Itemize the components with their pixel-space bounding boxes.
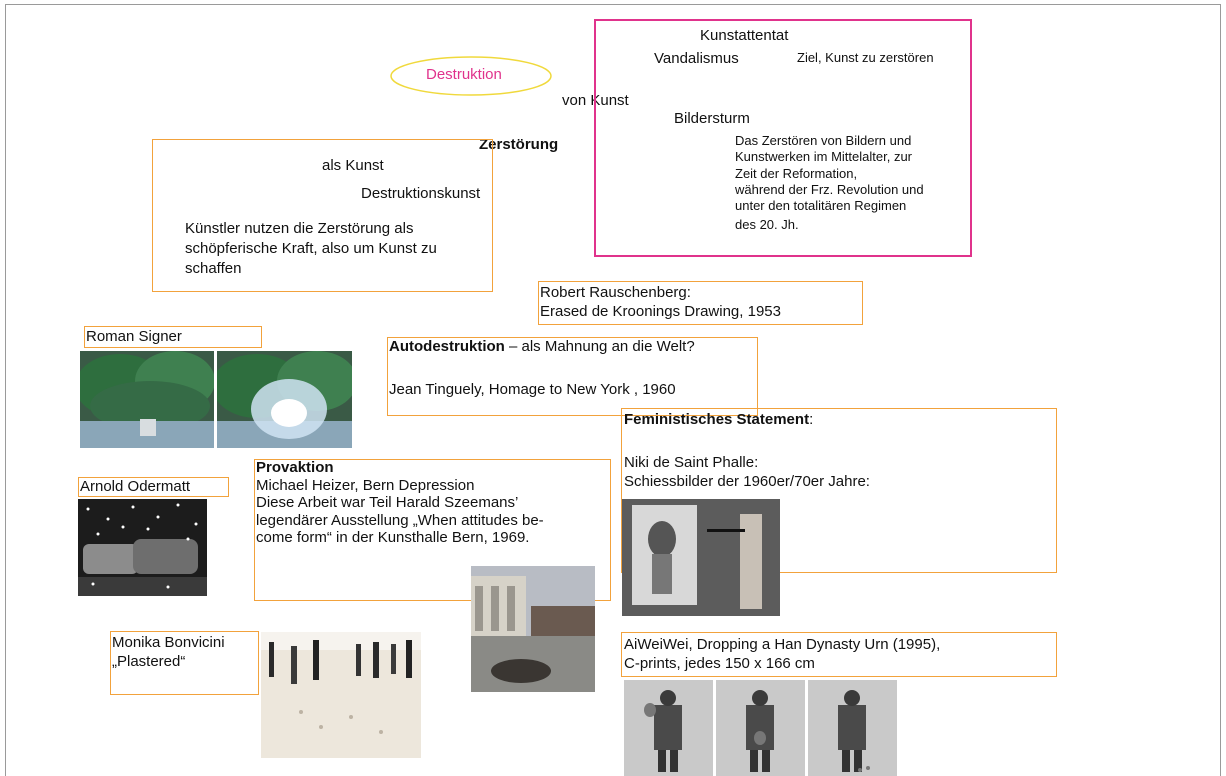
destruktionskunst-label: Destruktionskunst: [361, 185, 481, 202]
ziel-label: Ziel, Kunst zu zerstören: [797, 50, 934, 65]
description-line: schaffen: [185, 260, 242, 277]
destruktion-label: Destruktion: [426, 66, 502, 83]
autodestruktion-bold: Autodestruktion: [389, 338, 505, 355]
arnold-odermatt-photo: [78, 499, 207, 596]
provokation-box: [254, 459, 611, 601]
als-kunst-box: [152, 139, 493, 292]
aiweiwei-photo-2: [716, 680, 805, 776]
vandalismus-label: Vandalismus: [654, 50, 739, 67]
bonvicini-text: Monika Bonvicini „Plastered“: [112, 633, 225, 671]
mindmap-canvas: [5, 4, 1221, 776]
niki-work: Schiessbilder der 1960er/70er Jahre:: [624, 473, 870, 490]
feminist-colon: :: [809, 411, 814, 428]
zerstoerung-label: Zerstörung: [479, 136, 559, 153]
provokation-line: come form“ in der Kunsthalle Bern, 1969.: [256, 529, 530, 546]
autodestruktion-rest: – als Mahnung an die Welt?: [504, 338, 695, 355]
description-line: unter den totalitären Regimen: [735, 198, 907, 214]
provokation-text: Provaktion Michael Heizer, Bern Depressi…: [256, 459, 544, 547]
feminist-text: Niki de Saint Phalle: Schiessbilder der …: [624, 453, 870, 491]
heizer-photo: [471, 566, 595, 692]
description-line: Künstler nutzen die Zerstörung als: [185, 220, 414, 237]
roman-signer-photo-1: [80, 351, 214, 448]
tinguely-work: Jean Tinguely, Homage to New York , 1960: [389, 381, 676, 398]
roman-signer-box: [84, 326, 262, 348]
vandalism-box: [594, 19, 972, 257]
rauschenberg-box: [538, 281, 863, 325]
description-line: während der Frz. Revolution und: [735, 181, 924, 197]
provokation-line: Diese Arbeit war Teil Harald Szeemans’: [256, 494, 519, 511]
aiweiwei-photo-1: [624, 680, 713, 776]
arnold-odermatt-label: Arnold Odermatt: [80, 478, 191, 495]
description-line: schöpferische Kraft, also um Kunst zu: [185, 240, 437, 257]
bildersturm-label: Bildersturm: [674, 110, 750, 127]
bonvicini-work: „Plastered“: [112, 653, 186, 670]
roman-signer-photo-2: [217, 351, 352, 448]
saint-phalle-photo: [622, 499, 780, 616]
rauschenberg-text: Robert Rauschenberg: Erased de Kroonings…: [540, 283, 781, 321]
roman-signer-label: Roman Signer: [86, 328, 182, 345]
provokation-line: legendärer Ausstellung „When attitudes b…: [256, 511, 544, 529]
feminist-heading: Feministisches Statement:: [624, 411, 813, 429]
description-line: Zeit der Reformation,: [735, 165, 858, 181]
aiweiwei-text: AiWeiWei, Dropping a Han Dynasty Urn (19…: [624, 635, 940, 673]
aiweiwei-box: [621, 632, 1057, 677]
bonvicini-artist: Monika Bonvicini: [112, 634, 225, 651]
rauschenberg-artist: Robert Rauschenberg:: [540, 284, 691, 301]
description-line: Kunstwerken im Mittelalter, zur: [735, 149, 913, 165]
kunstattentat-label: Kunstattentat: [700, 27, 789, 44]
description-line: des 20. Jh.: [735, 217, 799, 233]
feminist-box: [621, 408, 1057, 573]
als-kunst-label: als Kunst: [322, 157, 384, 174]
bonvicini-box: [110, 631, 259, 695]
aiweiwei-medium: C-prints, jedes 150 x 166 cm: [624, 655, 815, 672]
provokation-title: Provaktion: [256, 459, 334, 476]
description-line: Das Zerstören von Bildern und: [735, 133, 912, 148]
bonvicini-photo: [261, 632, 421, 758]
autodestruktion-heading: Autodestruktion – als Mahnung an die Wel…: [389, 338, 695, 356]
arnold-odermatt-box: [78, 477, 229, 497]
feminist-bold: Feministisches Statement: [624, 411, 810, 428]
aiweiwei-photo-3: [808, 680, 897, 776]
destruktion-ellipse: [390, 56, 552, 96]
rauschenberg-work: Erased de Kroonings Drawing, 1953: [540, 303, 781, 320]
niki-artist: Niki de Saint Phalle:: [624, 454, 759, 471]
autodestruktion-box: [387, 337, 758, 416]
provokation-line: Michael Heizer, Bern Depression: [256, 476, 475, 494]
bildersturm-description: Das Zerstören von Bildern und Kunstwerke…: [735, 133, 924, 234]
als-kunst-description: Künstler nutzen die Zerstörung als schöp…: [185, 219, 437, 279]
aiweiwei-title: AiWeiWei, Dropping a Han Dynasty Urn (19…: [624, 636, 941, 653]
